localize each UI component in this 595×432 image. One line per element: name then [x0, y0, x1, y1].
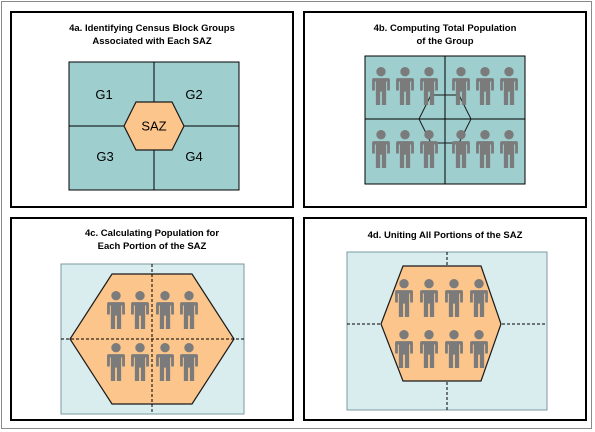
person-icon: [372, 130, 390, 168]
person-icon: [131, 343, 149, 381]
panel-4c: 4c. Calculating Population for Each Port…: [10, 217, 294, 421]
person-icon: [420, 130, 438, 168]
panel-4c-title: 4c. Calculating Population for Each Port…: [12, 227, 292, 253]
person-icon: [452, 130, 470, 168]
person-icon: [131, 291, 149, 329]
panel-4c-title-line1: 4c. Calculating Population for: [84, 228, 220, 239]
person-icon: [420, 67, 438, 105]
group-label-g2: G2: [185, 87, 202, 102]
panel-4c-diagram: [60, 263, 245, 415]
panel-4c-title-line2: Each Portion of the SAZ: [97, 241, 207, 252]
panel-4b: 4b. Computing Total Population of the Gr…: [303, 11, 587, 208]
panel-4a: 4a. Identifying Census Block Groups Asso…: [10, 11, 294, 208]
person-icon: [156, 343, 174, 381]
person-icon: [107, 291, 125, 329]
person-icon: [156, 291, 174, 329]
panel-4b-title-line1: 4b. Computing Total Population: [373, 23, 517, 34]
panel-4d-title: 4d. Uniting All Portions of the SAZ: [305, 229, 585, 242]
person-icon: [476, 67, 494, 105]
person-icon: [452, 67, 470, 105]
group-label-g3: G3: [96, 149, 113, 164]
saz-hexagon: [123, 101, 185, 151]
person-icon: [500, 130, 518, 168]
panel-4b-title: 4b. Computing Total Population of the Gr…: [305, 22, 585, 48]
person-icon: [476, 130, 494, 168]
person-icon: [395, 330, 413, 368]
panel-4a-title-line2: Associated with Each SAZ: [92, 36, 212, 47]
saz-label: SAZ: [141, 119, 166, 134]
panel-4a-title-line1: 4a. Identifying Census Block Groups: [69, 23, 235, 34]
person-icon: [420, 330, 438, 368]
person-icon: [396, 130, 414, 168]
person-icon: [500, 67, 518, 105]
person-icon: [396, 67, 414, 105]
panel-4b-title-line2: of the Group: [416, 36, 474, 47]
panel-4a-diagram: SAZ G1 G2 G3 G4: [68, 61, 240, 191]
person-icon: [470, 279, 488, 317]
person-icon: [372, 67, 390, 105]
group-label-g1: G1: [95, 87, 112, 102]
panel-4d-diagram: [346, 251, 548, 411]
person-icon: [420, 279, 438, 317]
group-label-g4: G4: [185, 149, 202, 164]
people-group-b: [372, 67, 518, 168]
person-icon: [180, 291, 198, 329]
person-icon: [470, 330, 488, 368]
panel-4b-diagram: [364, 55, 526, 185]
panel-4d: 4d. Uniting All Portions of the SAZ: [303, 217, 587, 421]
people-group-d: [395, 279, 488, 368]
person-icon: [395, 279, 413, 317]
panel-4a-title: 4a. Identifying Census Block Groups Asso…: [12, 22, 292, 48]
people-group-c: [107, 291, 198, 381]
person-icon: [445, 330, 463, 368]
person-icon: [180, 343, 198, 381]
panel-4d-title-line1: 4d. Uniting All Portions of the SAZ: [367, 230, 523, 241]
person-icon: [107, 343, 125, 381]
person-icon: [445, 279, 463, 317]
